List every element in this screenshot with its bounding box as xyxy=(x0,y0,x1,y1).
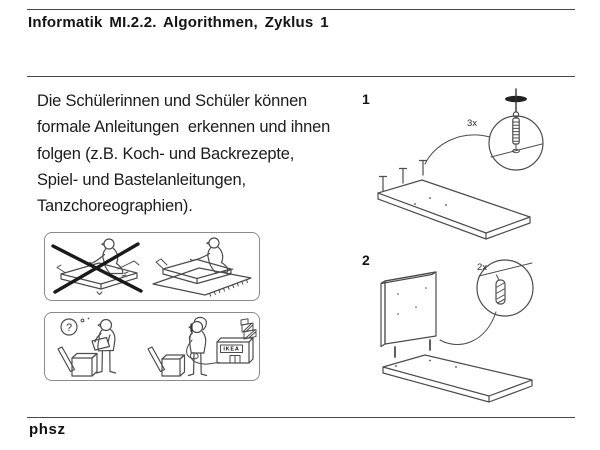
body-line: formale Anleitungen erkennen und ihnen xyxy=(37,118,331,137)
question-mark-label: ? xyxy=(66,322,72,334)
header-rule xyxy=(27,76,575,77)
instruction-panel-help: ? xyxy=(44,312,260,381)
board-panel xyxy=(382,354,533,403)
panel1-illustration xyxy=(51,237,252,297)
footer-rule xyxy=(27,417,575,418)
magnifier-circle: 3x xyxy=(467,88,544,171)
no-hard-floor-icon xyxy=(51,238,143,295)
ikea-sign xyxy=(220,344,243,353)
board-panel xyxy=(377,179,531,240)
top-rule xyxy=(27,9,575,10)
magnifier-circle: 2x xyxy=(476,259,534,317)
instruction-panel-floor xyxy=(44,232,260,301)
panel2-illustration: ? xyxy=(57,316,257,377)
body-line: Spiel- und Bastelanleitungen, xyxy=(37,170,246,189)
quantity-label: 2x xyxy=(477,262,487,273)
assemble-on-carpet-icon xyxy=(152,237,252,297)
magnifier-leader-line xyxy=(439,311,497,345)
wood-dowel-icon xyxy=(495,279,506,305)
call-ikea-store-icon: IKEA xyxy=(147,316,257,377)
body-line: folgen (z.B. Koch- und Backrezepte, xyxy=(37,144,295,163)
step-2-illustration: 2x xyxy=(380,259,534,403)
dowel-screws xyxy=(378,159,428,192)
step-1-label: 1 xyxy=(362,91,370,107)
confused-person-icon: ? xyxy=(57,317,117,377)
cross-out-icon xyxy=(53,242,140,294)
competence-text: Die Schülerinnen und Schüler können form… xyxy=(37,88,330,219)
ikea-sign-label: IKEA xyxy=(223,347,239,353)
phsz-logo: phsz xyxy=(29,421,66,438)
body-line: Tanzchoreographien). xyxy=(37,197,193,216)
warehouse-shelves-icon xyxy=(240,318,257,340)
phone-cord xyxy=(186,339,220,365)
body-line: Die Schülerinnen und Schüler können xyxy=(37,92,308,110)
vertical-panel xyxy=(380,271,437,348)
step-1-illustration: 3x xyxy=(377,88,544,240)
magnifier-leader-line xyxy=(424,134,491,165)
page-title: Informatik MI.2.2. Algorithmen, Zyklus 1 xyxy=(28,14,329,31)
step-2-label: 2 xyxy=(362,252,370,268)
wood-dowels xyxy=(394,339,431,358)
quantity-label: 3x xyxy=(467,118,477,129)
